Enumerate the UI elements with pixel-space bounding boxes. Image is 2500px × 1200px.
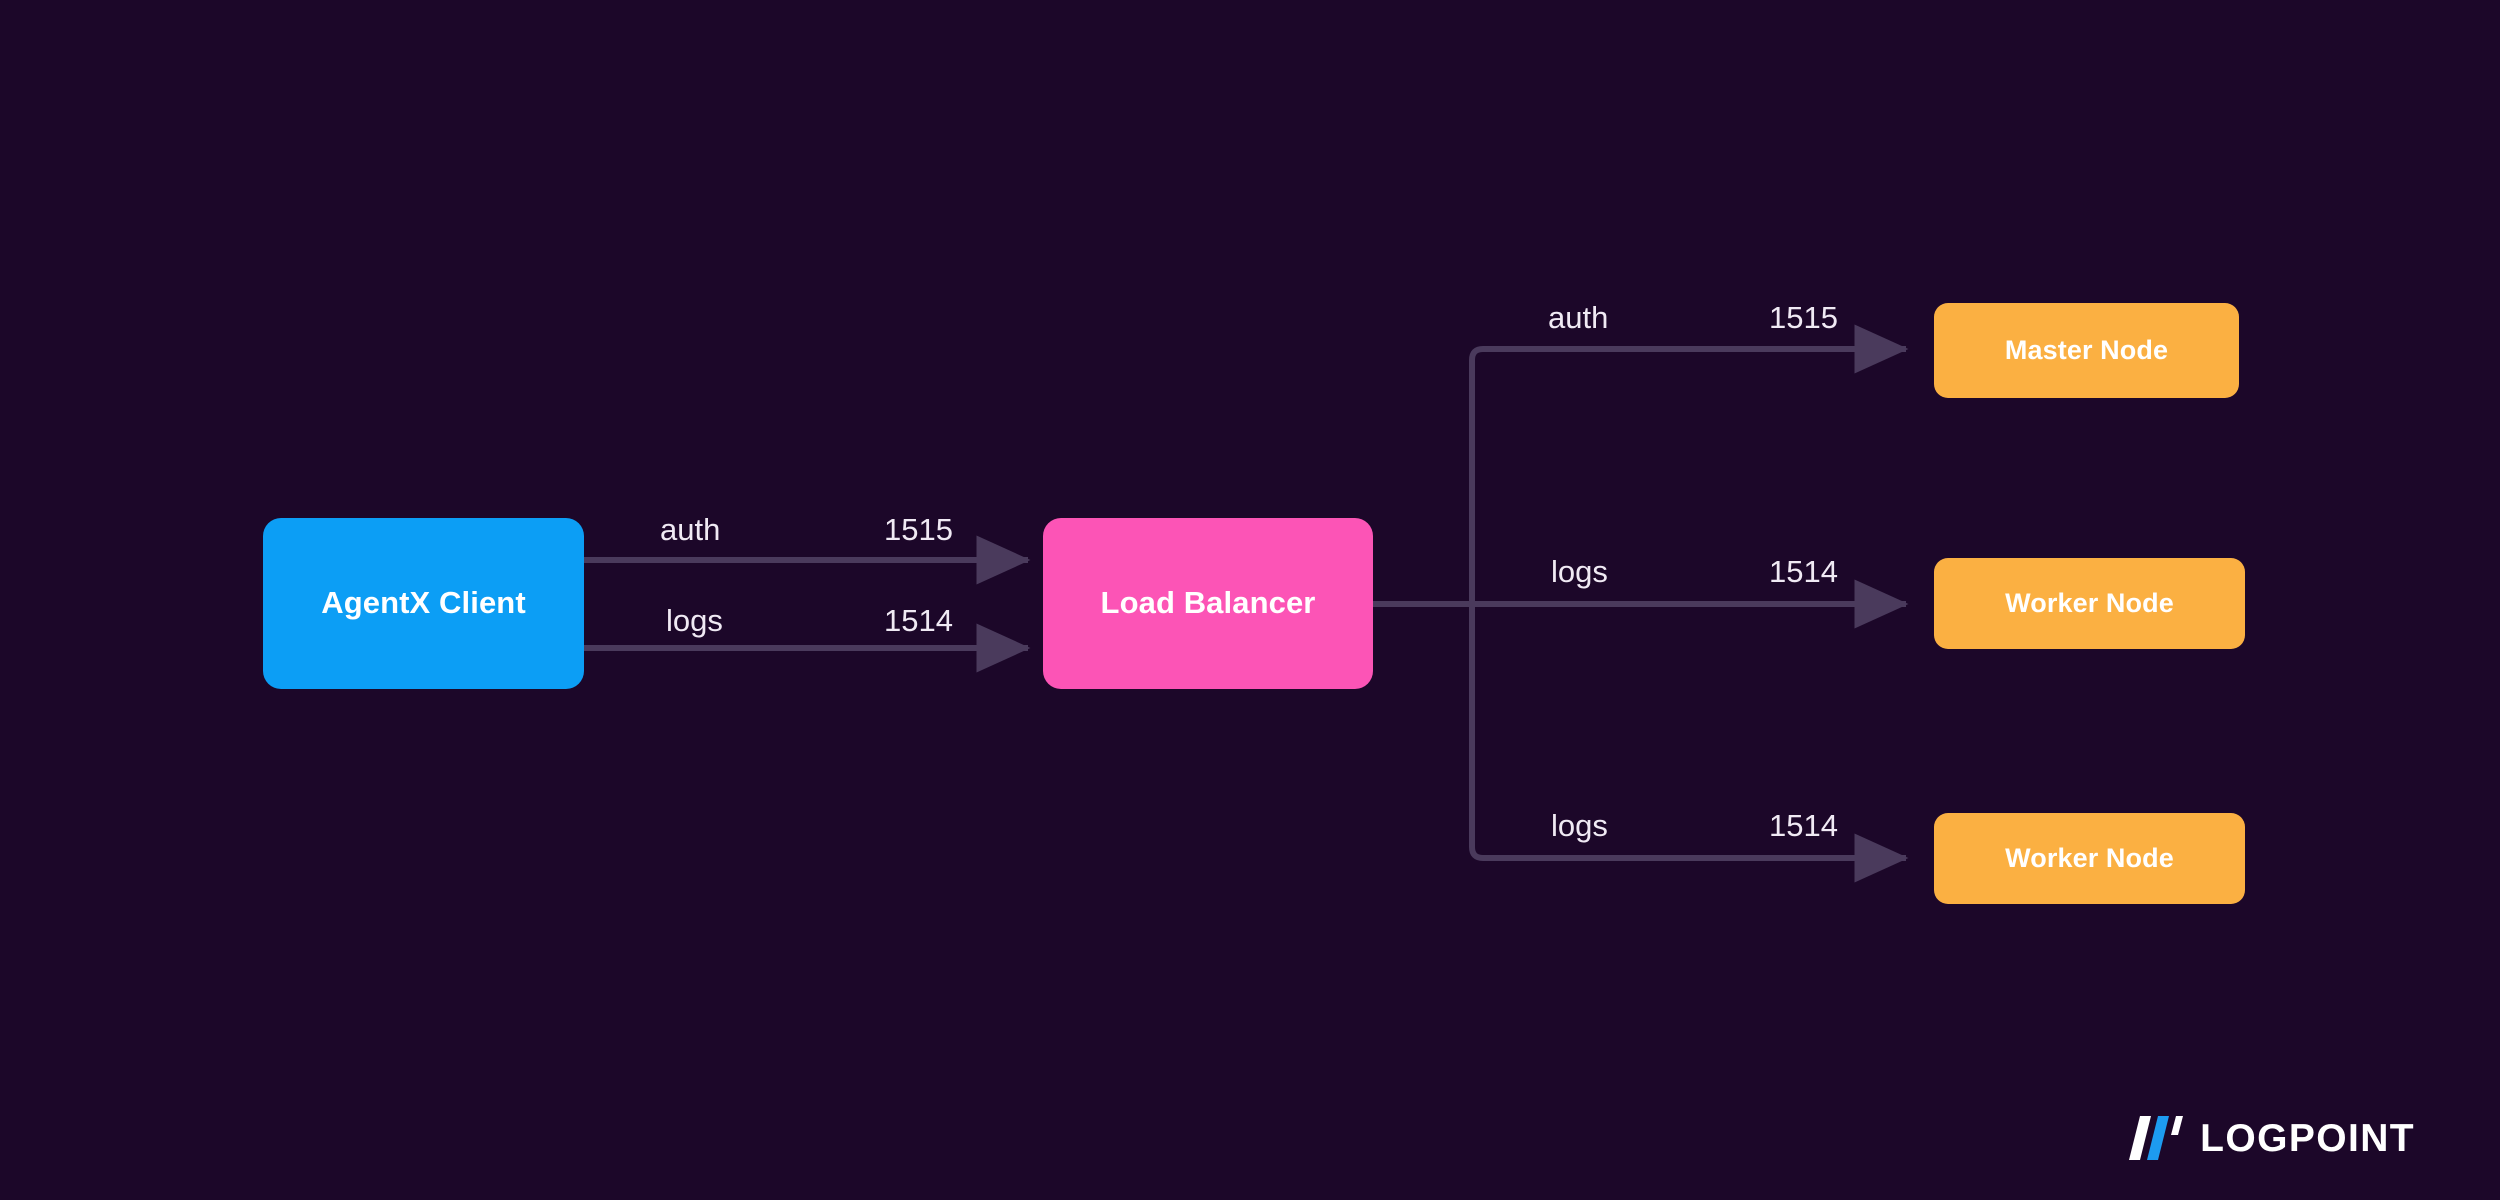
logpoint-logo: LOGPOINT [2129, 1116, 2415, 1160]
edge-port-balancer-master-auth: 1515 [1769, 300, 1838, 335]
node-agentx-client-label: AgentX Client [321, 585, 526, 621]
logpoint-wordmark: LOGPOINT [2200, 1116, 2415, 1160]
edge-port-client-balancer-logs: 1514 [884, 603, 953, 638]
edge-port-client-balancer-auth: 1515 [884, 512, 953, 547]
edge-label-balancer-worker2-logs: logs [1551, 808, 1608, 843]
edge-port-balancer-worker1-logs: 1514 [1769, 554, 1838, 589]
logpoint-mark-icon [2129, 1116, 2184, 1160]
edge-label-client-balancer-logs: logs [666, 603, 723, 638]
node-worker-node-1[interactable]: Worker Node [1934, 558, 2245, 649]
node-load-balancer[interactable]: Load Balancer [1043, 518, 1373, 689]
edge-label-balancer-worker1-logs: logs [1551, 554, 1608, 589]
node-agentx-client[interactable]: AgentX Client [263, 518, 584, 689]
edge-trunk-to-master [1469, 324, 1909, 604]
node-worker-node-2[interactable]: Worker Node [1934, 813, 2245, 904]
node-master-node[interactable]: Master Node [1934, 303, 2239, 398]
node-load-balancer-label: Load Balancer [1100, 585, 1316, 621]
node-worker-node-2-label: Worker Node [2005, 842, 2174, 873]
node-master-node-label: Master Node [2004, 334, 2169, 365]
node-worker-node-1-label: Worker Node [2005, 587, 2174, 618]
edge-label-balancer-master-auth: auth [1548, 300, 1609, 335]
edge-trunk-to-worker2 [1469, 604, 1909, 883]
edge-label-client-balancer-auth: auth [660, 512, 721, 547]
edge-port-balancer-worker2-logs: 1514 [1769, 808, 1838, 843]
